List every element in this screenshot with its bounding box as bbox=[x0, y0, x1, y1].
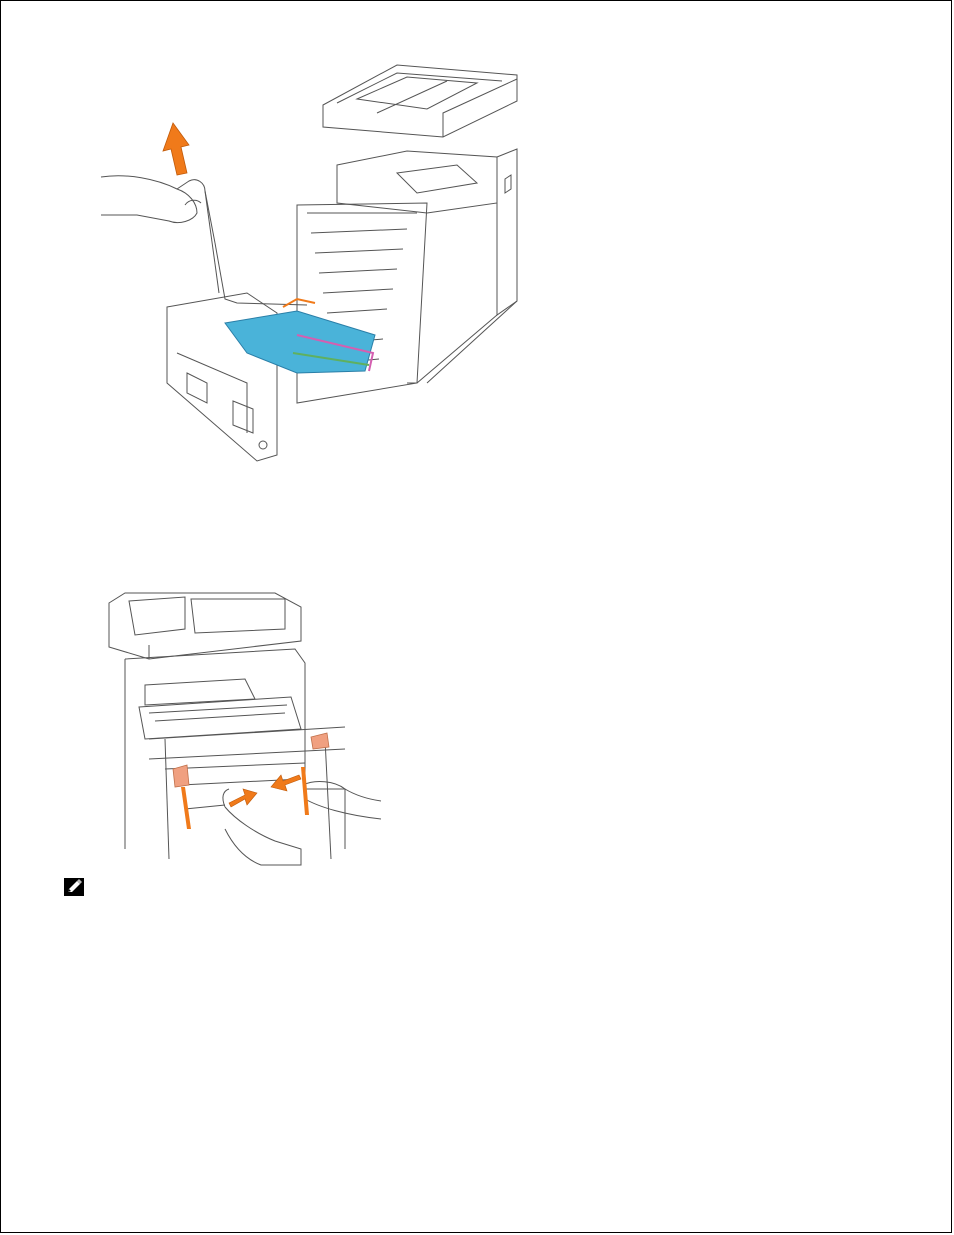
printer-lock-levers-illustration bbox=[105, 589, 387, 869]
note-pencil-icon bbox=[63, 877, 85, 897]
printer-remove-transfer-belt-illustration bbox=[97, 53, 527, 463]
